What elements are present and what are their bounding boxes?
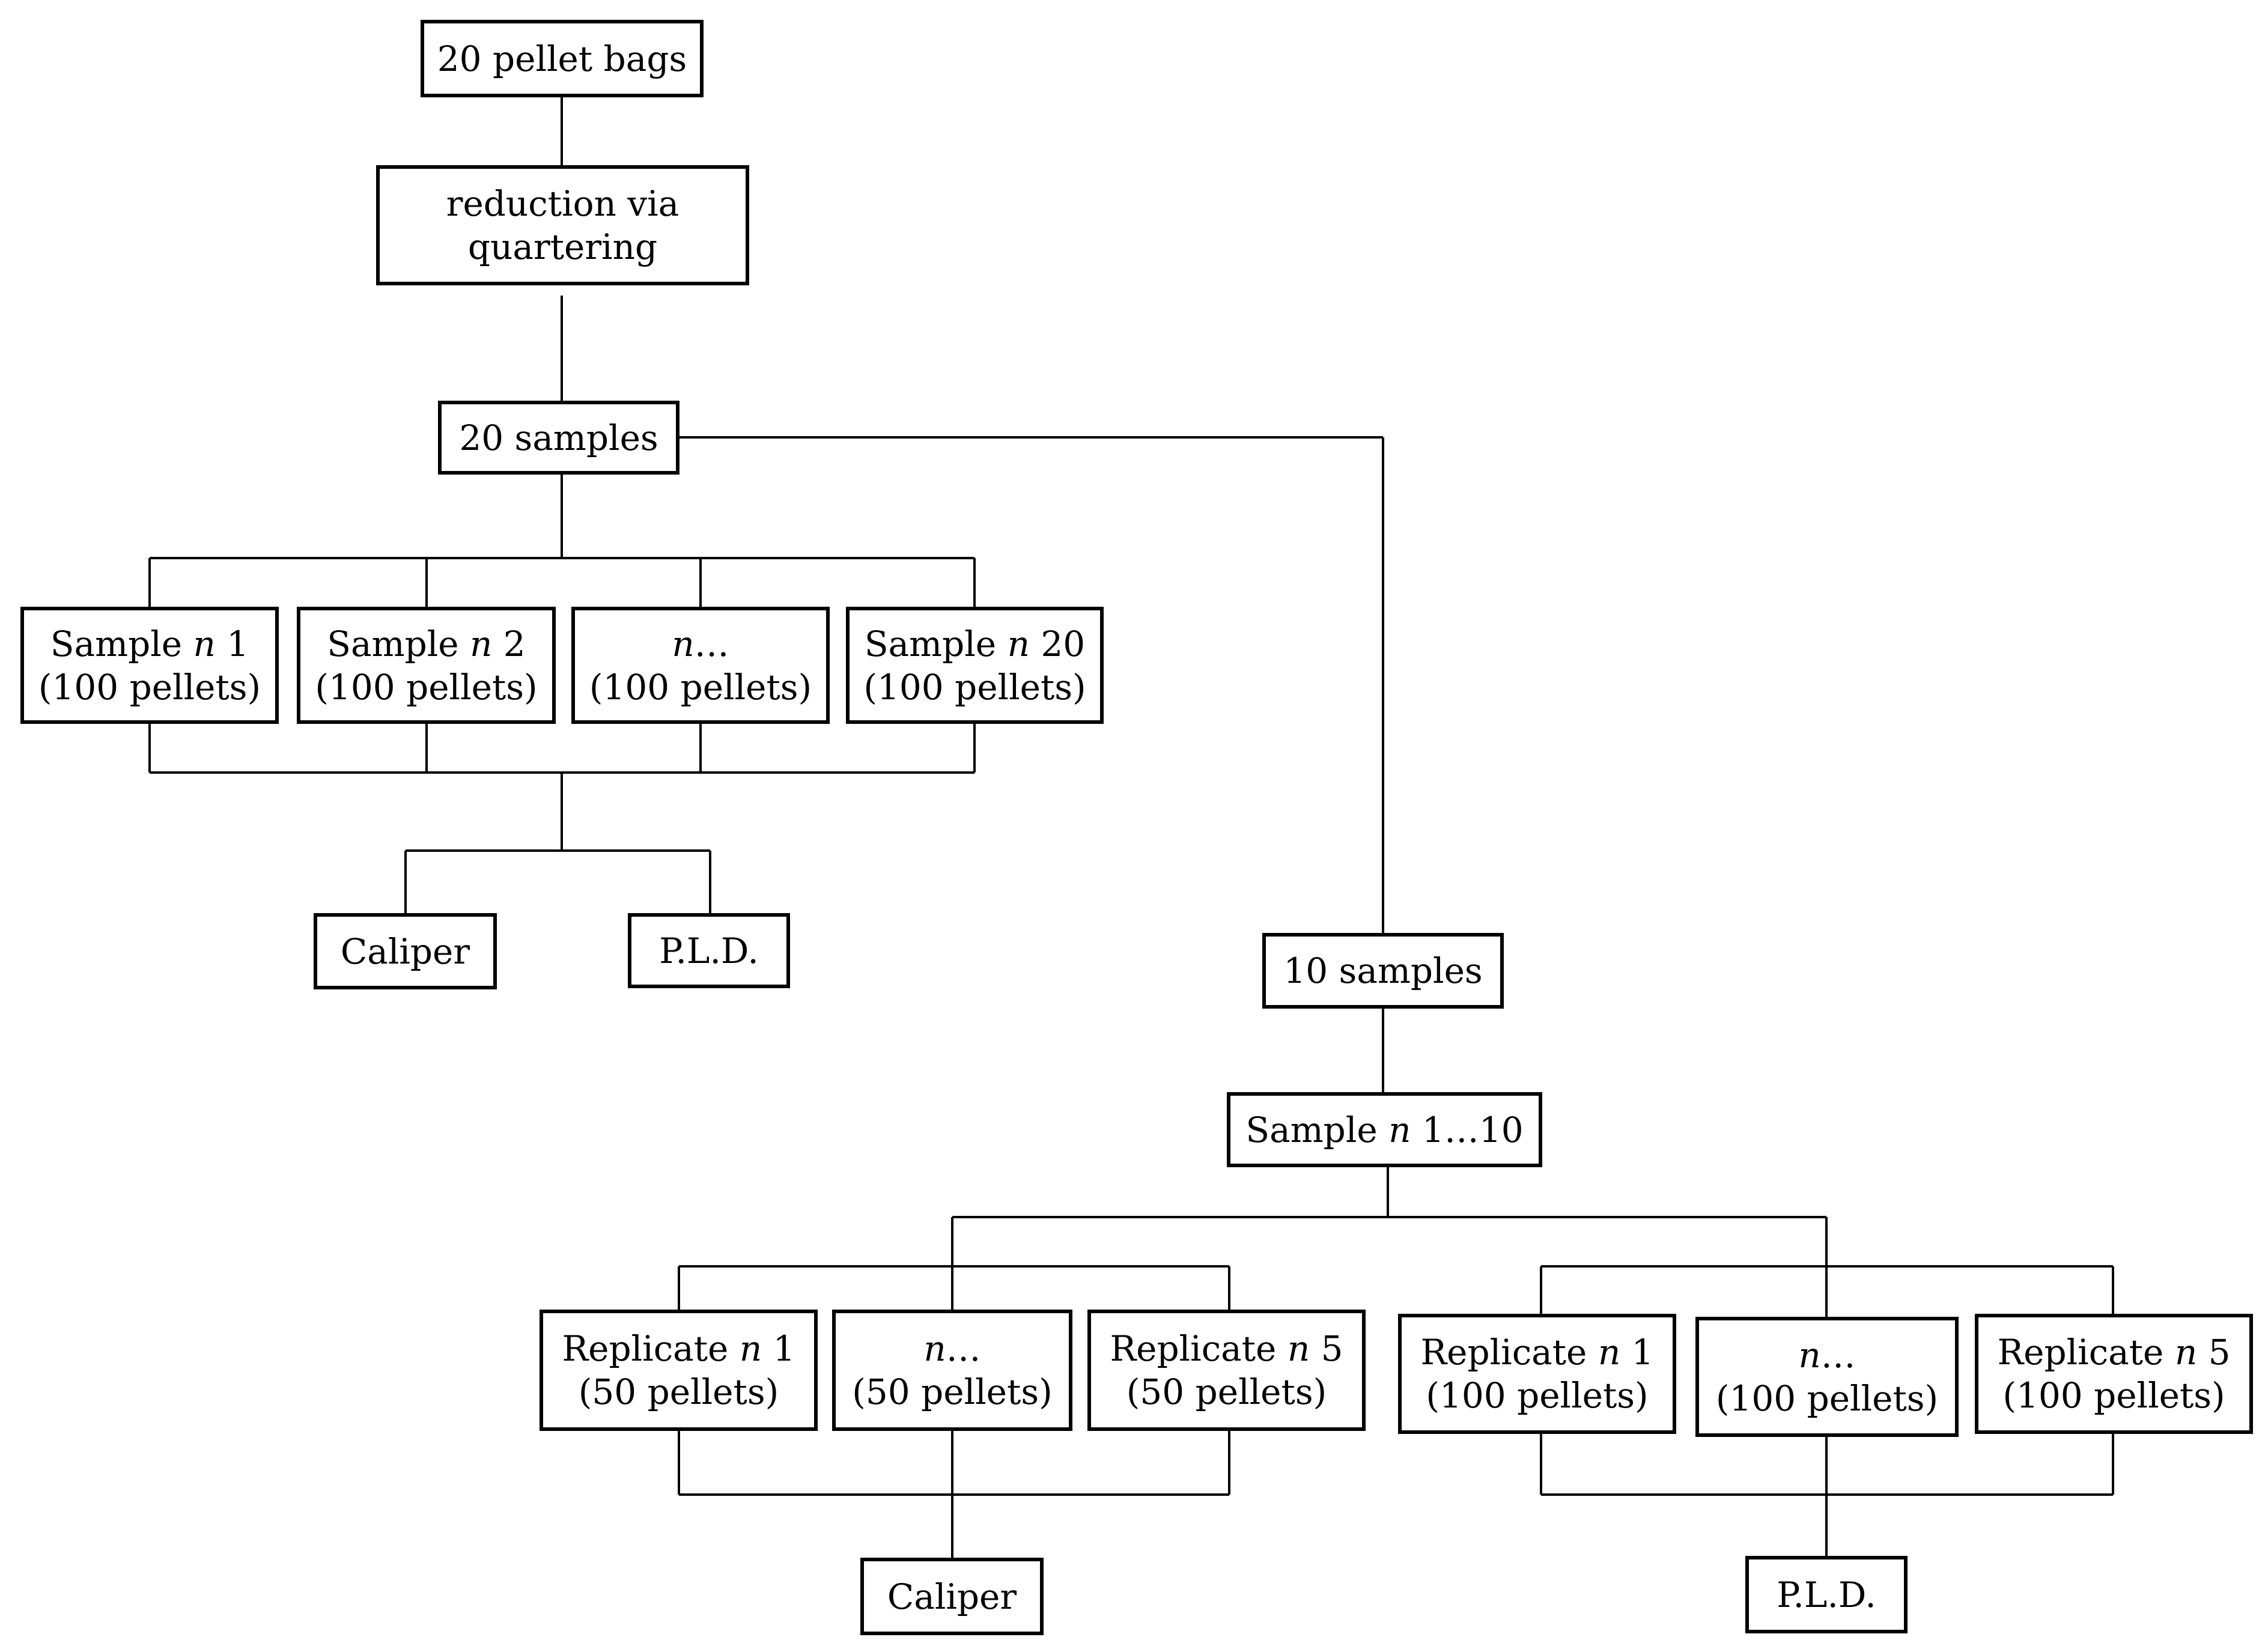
sample-1-to-10-box: Sample n 1…10	[1227, 1092, 1542, 1167]
pld-left-box: P.L.D.	[628, 913, 790, 988]
twenty-samples-label: 20 samples	[459, 417, 658, 458]
sample-1-box: Sample n 1 (100 pellets)	[20, 607, 279, 724]
replicate-a-1-title: Replicate n 1	[562, 1328, 795, 1369]
replicate-a-n-title: n…	[923, 1328, 981, 1369]
twenty-samples-box: 20 samples	[438, 401, 679, 475]
sample-2-title: Sample n 2	[327, 623, 526, 664]
sample-n-title: n…	[672, 623, 729, 664]
replicate-a-n-box: n… (50 pellets)	[832, 1310, 1072, 1431]
sample-2-box: Sample n 2 (100 pellets)	[297, 607, 556, 724]
sample-20-count: (100 pellets)	[863, 666, 1086, 708]
replicate-a-5-count: (50 pellets)	[1126, 1371, 1327, 1412]
replicate-b-1-count: (100 pellets)	[1426, 1375, 1649, 1416]
pld-left-label: P.L.D.	[659, 930, 759, 971]
replicate-a-n-count: (50 pellets)	[852, 1371, 1053, 1412]
caliper-bottom-box: Caliper	[860, 1558, 1044, 1635]
reduction-label-line1: reduction via	[446, 183, 679, 224]
replicate-b-1-title: Replicate n 1	[1420, 1332, 1654, 1373]
replicate-b-5-box: Replicate n 5 (100 pellets)	[1975, 1314, 2253, 1434]
sample-2-count: (100 pellets)	[315, 666, 538, 708]
replicate-b-n-count: (100 pellets)	[1715, 1378, 1939, 1419]
sample-1-count: (100 pellets)	[38, 666, 261, 708]
pellet-bags-box: 20 pellet bags	[421, 20, 704, 97]
sample-1-to-10-title: Sample n 1…10	[1245, 1109, 1524, 1150]
reduction-label-line2: quartering	[467, 226, 658, 267]
replicate-a-5-box: Replicate n 5 (50 pellets)	[1087, 1310, 1366, 1431]
replicate-a-1-count: (50 pellets)	[578, 1371, 779, 1412]
replicate-b-5-count: (100 pellets)	[2002, 1375, 2225, 1416]
sample-20-title: Sample n 20	[864, 623, 1086, 664]
sample-n-count: (100 pellets)	[589, 666, 812, 708]
sample-20-box: Sample n 20 (100 pellets)	[846, 607, 1104, 724]
replicate-b-n-box: n… (100 pellets)	[1695, 1317, 1959, 1437]
reduction-box: reduction via quartering	[376, 165, 749, 285]
replicate-b-5-title: Replicate n 5	[1997, 1332, 2231, 1373]
pellet-bags-label: 20 pellet bags	[437, 38, 687, 79]
sample-n-box: n… (100 pellets)	[571, 607, 830, 724]
pld-bottom-label: P.L.D.	[1777, 1574, 1876, 1615]
replicate-b-n-title: n…	[1798, 1335, 1856, 1376]
ten-samples-box: 10 samples	[1262, 933, 1504, 1009]
replicate-b-1-box: Replicate n 1 (100 pellets)	[1398, 1314, 1676, 1434]
pld-bottom-box: P.L.D.	[1745, 1556, 1908, 1633]
ten-samples-label: 10 samples	[1283, 950, 1483, 991]
caliper-left-box: Caliper	[314, 913, 497, 989]
caliper-left-label: Caliper	[340, 931, 470, 972]
caliper-bottom-label: Caliper	[887, 1576, 1017, 1617]
replicate-a-1-box: Replicate n 1 (50 pellets)	[540, 1310, 818, 1431]
replicate-a-5-title: Replicate n 5	[1110, 1328, 1343, 1369]
sample-1-title: Sample n 1	[50, 623, 249, 664]
